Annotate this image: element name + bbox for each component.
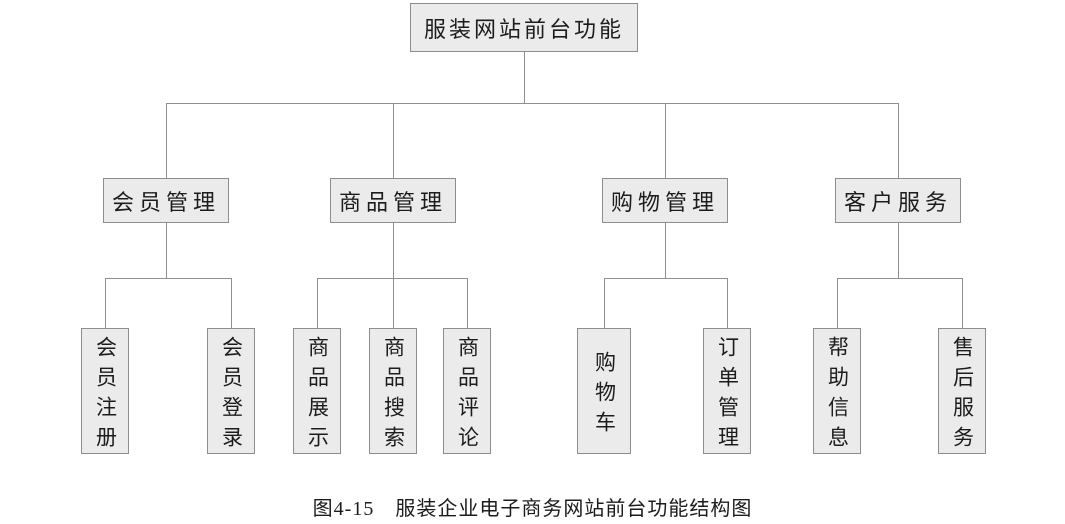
connector-stem-customer-service — [898, 223, 899, 278]
node-help-info: 帮助信息 — [813, 328, 861, 456]
node-product-review-label: 商品评论 — [455, 335, 480, 456]
connector-stem-shopping-management — [665, 223, 666, 278]
connector-drop-member-register — [105, 278, 106, 328]
node-product-search: 商品搜索 — [369, 328, 417, 456]
connector-drop-shopping-management — [665, 103, 666, 178]
node-customer-service-label: 客户服务 — [843, 189, 952, 215]
connector-level1-rail — [166, 103, 899, 104]
node-product-display-label: 商品展示 — [305, 335, 330, 456]
connector-drop-after-sales-service — [962, 278, 963, 328]
connector-stem-product-management — [393, 223, 394, 328]
node-after-sales-service: 售后服务 — [938, 328, 986, 456]
node-member-management: 会员管理 — [103, 178, 229, 223]
node-root-label: 服装网站前台功能 — [423, 16, 624, 42]
node-order-management-label: 订单管理 — [715, 335, 740, 456]
node-shopping-management-label: 购物管理 — [610, 189, 719, 215]
connector-rail-shopping-management — [604, 278, 728, 279]
node-help-info-label: 帮助信息 — [825, 335, 850, 456]
connector-drop-order-management — [727, 278, 728, 328]
connector-drop-member-login — [231, 278, 232, 328]
connector-drop-help-info — [837, 278, 838, 328]
node-member-login-label: 会员登录 — [219, 335, 244, 456]
connector-drop-product-management — [393, 103, 394, 178]
connector-root-stem — [524, 52, 525, 103]
connector-rail-product-management — [317, 278, 468, 279]
node-shopping-cart: 购物车 — [577, 328, 631, 454]
node-shopping-management: 购物管理 — [602, 178, 728, 223]
node-member-management-label: 会员管理 — [111, 189, 220, 215]
node-product-display: 商品展示 — [293, 328, 341, 456]
node-product-search-label: 商品搜索 — [381, 335, 406, 456]
connector-rail-member-management — [105, 278, 232, 279]
node-product-review: 商品评论 — [443, 328, 491, 456]
node-product-management: 商品管理 — [330, 178, 456, 223]
connector-drop-member-management — [166, 103, 167, 178]
connector-stem-member-management — [166, 223, 167, 278]
node-after-sales-service-label: 售后服务 — [950, 335, 975, 456]
figure-caption: 图4-15 服装企业电子商务网站前台功能结构图 — [312, 498, 753, 520]
node-member-register: 会员注册 — [81, 328, 129, 456]
connector-drop-product-review — [467, 278, 468, 328]
connector-rail-customer-service — [837, 278, 963, 279]
node-product-management-label: 商品管理 — [338, 189, 447, 215]
node-shopping-cart-label: 购物车 — [592, 350, 617, 441]
node-customer-service: 客户服务 — [835, 178, 961, 223]
connector-drop-product-display — [317, 278, 318, 328]
connector-drop-shopping-cart — [604, 278, 605, 328]
node-member-register-label: 会员注册 — [93, 335, 118, 456]
node-order-management: 订单管理 — [703, 328, 751, 456]
node-member-login: 会员登录 — [207, 328, 255, 456]
node-root: 服装网站前台功能 — [410, 3, 638, 52]
connector-drop-customer-service — [898, 103, 899, 178]
